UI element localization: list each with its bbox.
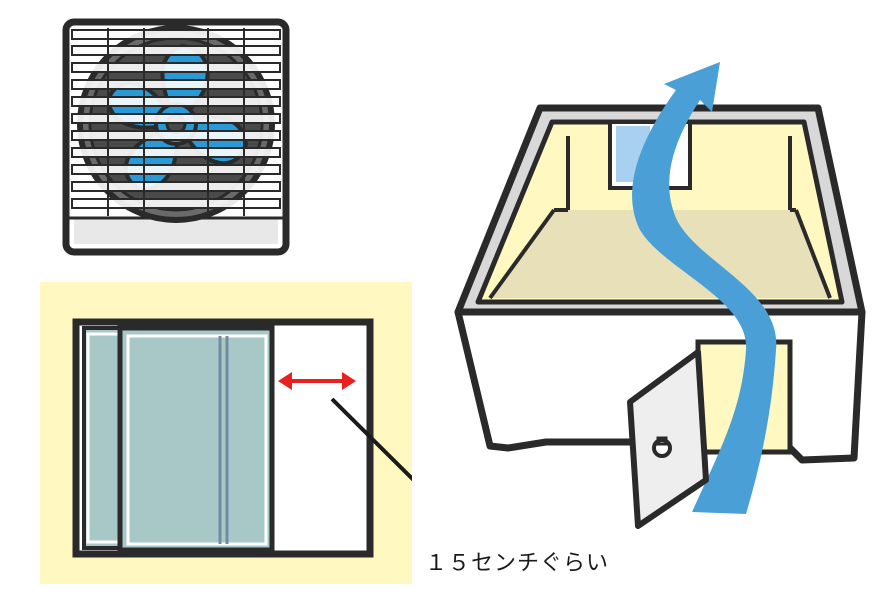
- double-arrow-icon: [278, 372, 356, 390]
- gap-measurement-label: １５センチぐらい: [425, 551, 610, 576]
- window-gap-illustration: [40, 282, 412, 584]
- room-airflow-illustration: [450, 50, 870, 530]
- room-airflow-icon: [454, 62, 866, 529]
- leader-line: [330, 397, 412, 482]
- ventilation-fan-illustration: [62, 18, 290, 256]
- ventilation-fan-icon: [62, 18, 290, 256]
- sliding-window-icon: [40, 282, 412, 584]
